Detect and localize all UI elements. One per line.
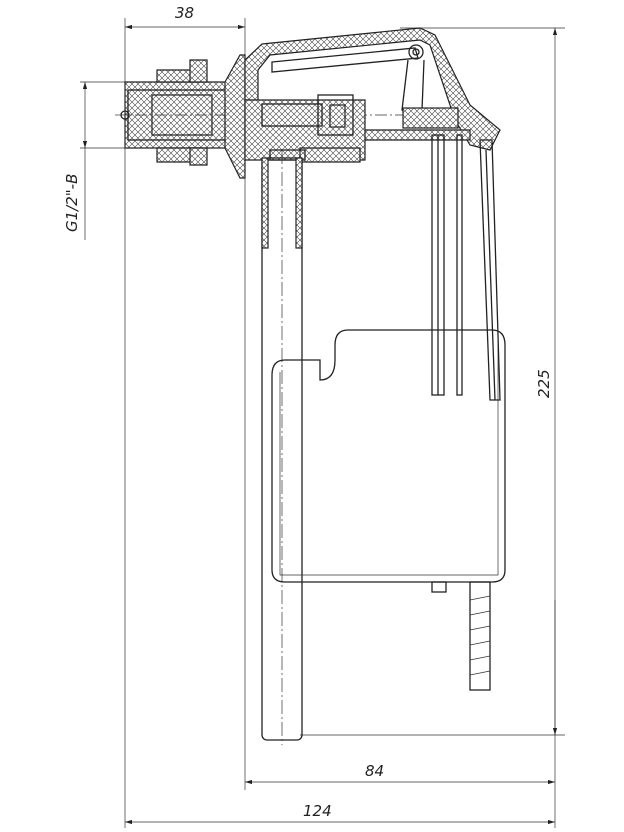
- guide-rods: [431, 134, 463, 396]
- riser-pipe: [261, 150, 303, 745]
- dimension-lines: [82, 24, 558, 825]
- float-rod: [469, 139, 501, 691]
- inlet-fitting: [115, 54, 470, 179]
- dim-label-124: 124: [303, 802, 332, 820]
- valve-head: [244, 27, 501, 163]
- dim-label-38: 38: [175, 4, 194, 22]
- float-body: [271, 329, 506, 593]
- dim-label-thread: G1/2"-B: [63, 174, 81, 232]
- dim-label-225: 225: [535, 369, 553, 398]
- dim-label-84: 84: [365, 762, 384, 780]
